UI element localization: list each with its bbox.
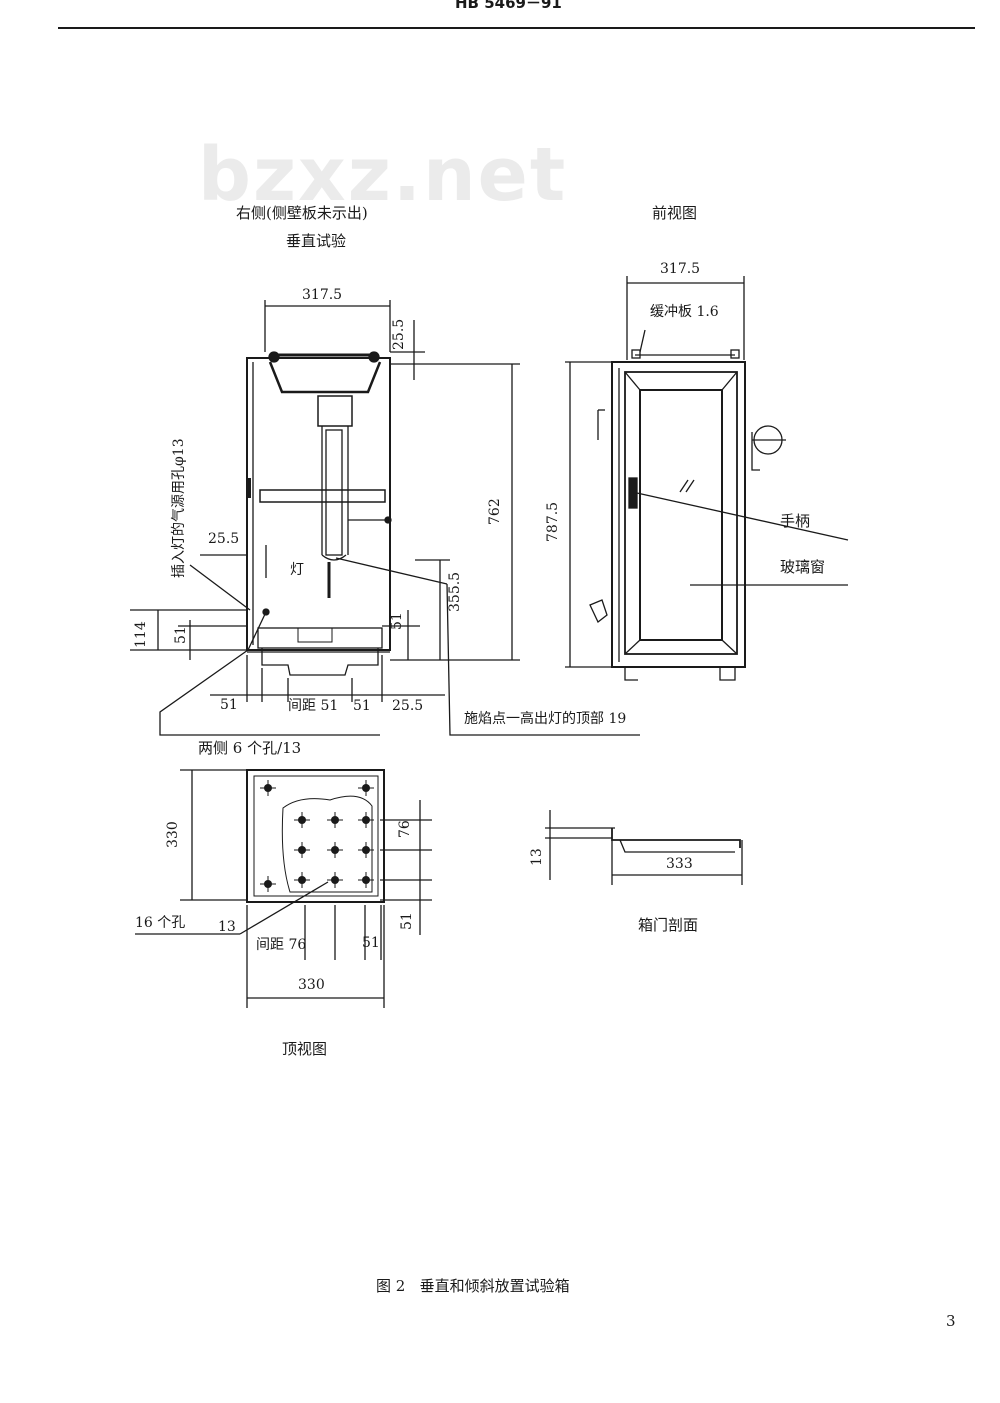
- hole-marker: [327, 872, 343, 888]
- glass-window-label: 玻璃窗: [780, 558, 826, 576]
- side-view-subtitle: 垂直试验: [286, 232, 347, 250]
- front-width-dim: 317.5: [660, 261, 701, 277]
- hole-marker: [358, 780, 374, 796]
- handle-label: 手柄: [780, 512, 811, 530]
- lamp-label: 灯: [290, 562, 304, 578]
- top-spacing-label: 间距 76: [256, 937, 307, 953]
- bottom-dim-51: 51: [220, 697, 238, 713]
- side-holes-label: 两侧 6 个孔/13: [198, 739, 302, 757]
- hole-marker: [294, 812, 310, 828]
- page-number: 3: [946, 1312, 956, 1330]
- side-view-drawing: [130, 300, 640, 736]
- bottom-dim-51b: 51: [353, 698, 371, 714]
- front-view-title: 前视图: [652, 204, 698, 222]
- side-left-small-dim: 25.5: [208, 531, 240, 547]
- hole-marker: [358, 842, 374, 858]
- buffer-plate-label: 缓冲板 1.6: [650, 304, 719, 320]
- hole-marker: [260, 876, 276, 892]
- top-holes-diameter: 13: [218, 919, 236, 935]
- hole-marker: [294, 842, 310, 858]
- top-view-drawing: [135, 769, 432, 1008]
- top-view-title: 顶视图: [282, 1040, 328, 1058]
- figure-caption: 图 2 垂直和倾斜放置试验箱: [376, 1277, 570, 1295]
- bottom-spacing-label: 间距 51: [288, 698, 339, 714]
- top-dim-51-bottom: 51: [362, 935, 380, 951]
- hole-marker: [358, 812, 374, 828]
- hole-marker: [358, 872, 374, 888]
- top-dim-330-horiz: 330: [298, 977, 325, 993]
- standard-number: HB 5469－91: [455, 0, 562, 12]
- door-dim-333: 333: [666, 856, 693, 872]
- flame-point-label: 施焰点一高出灯的顶部 19: [464, 711, 627, 727]
- side-width-dim: 317.5: [302, 287, 343, 303]
- door-section-drawing: [545, 810, 743, 885]
- hole-marker: [294, 872, 310, 888]
- hole-marker: [327, 842, 343, 858]
- front-view-drawing: [565, 276, 849, 681]
- bottom-dim-25-5: 25.5: [392, 698, 424, 714]
- hole-marker: [327, 812, 343, 828]
- hole-marker: [260, 780, 276, 796]
- top-holes-label: 16 个孔: [135, 915, 186, 931]
- door-section-title: 箱门剖面: [638, 916, 699, 934]
- watermark: bzxz.net: [198, 132, 568, 218]
- side-view-title: 右侧(侧壁板未示出): [236, 204, 368, 222]
